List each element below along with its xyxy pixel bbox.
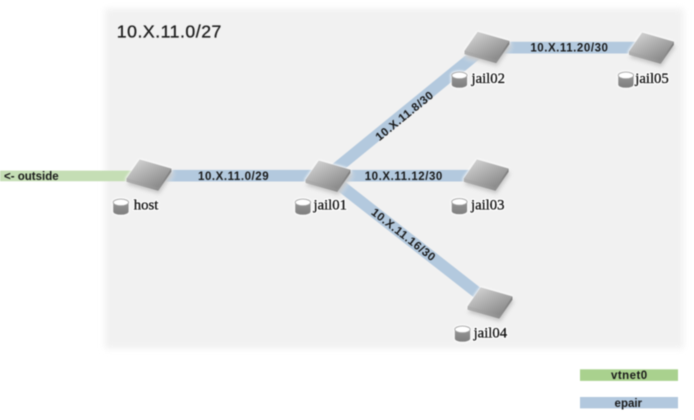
svg-text:jail03: jail03 — [470, 198, 504, 214]
svg-text:jail03: jail03 — [470, 198, 504, 214]
svg-text:jail04: jail04 — [473, 325, 508, 341]
svg-text:host: host — [134, 198, 158, 214]
svg-text:<- outside: <- outside — [4, 171, 59, 183]
svg-text:jail02: jail02 — [471, 71, 505, 87]
svg-text:10.X.11.0/27: 10.X.11.0/27 — [117, 22, 222, 42]
svg-text:jail05: jail05 — [634, 71, 668, 87]
svg-text:10.X.11.20/30: 10.X.11.20/30 — [530, 43, 608, 55]
svg-text:10.X.11.12/30: 10.X.11.12/30 — [365, 171, 443, 183]
svg-text:vtnet0: vtnet0 — [611, 370, 648, 382]
svg-text:epair: epair — [615, 398, 643, 410]
svg-text:jail01: jail01 — [313, 198, 347, 214]
svg-text:jail04: jail04 — [473, 325, 508, 341]
svg-text:host: host — [134, 198, 158, 214]
svg-text:10.X.11.0/29: 10.X.11.0/29 — [198, 171, 269, 183]
svg-text:jail02: jail02 — [471, 71, 505, 87]
svg-text:jail01: jail01 — [313, 198, 347, 214]
svg-text:jail05: jail05 — [634, 71, 668, 87]
